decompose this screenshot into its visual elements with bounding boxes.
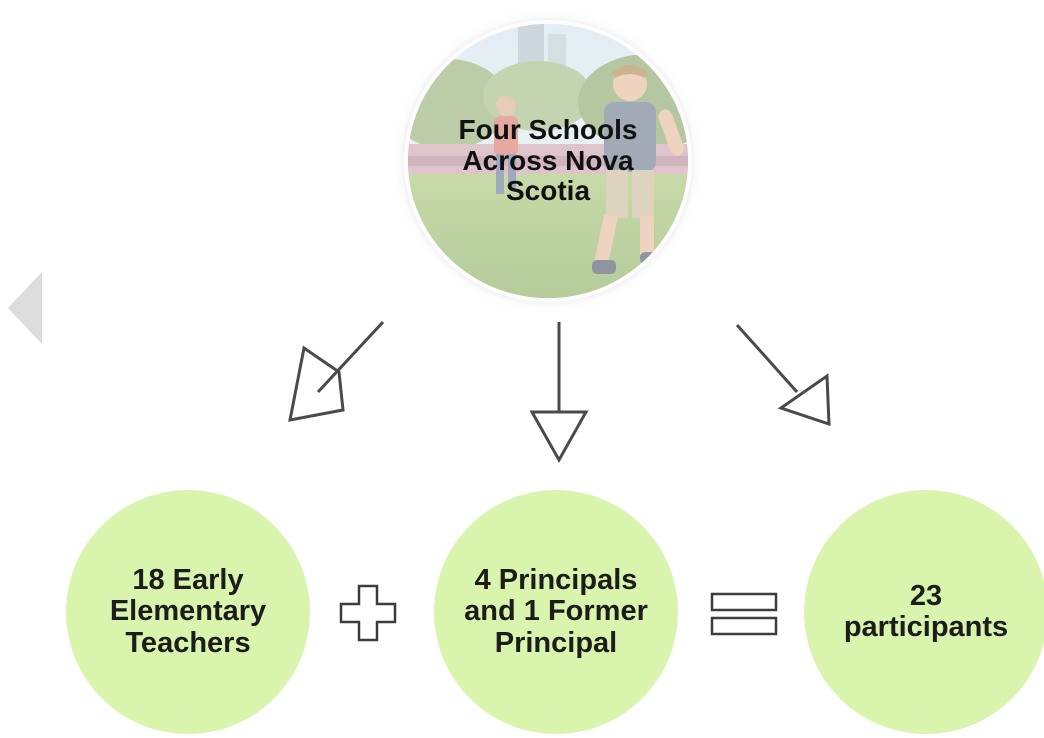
arrow-down-right-icon [735, 323, 831, 427]
plus-icon [338, 583, 398, 643]
principals-label: 4 Principals and 1 Former Principal [464, 564, 648, 659]
top-circle-label: Four Schools Across Nova Scotia [458, 113, 638, 207]
children-running-photo [408, 24, 688, 298]
principals-circle: 4 Principals and 1 Former Principal [434, 490, 678, 734]
photo-white-overlay [408, 24, 688, 298]
arrow-down-left-icon [288, 320, 385, 422]
teachers-circle: 18 Early Elementary Teachers [66, 490, 310, 734]
equals-icon [710, 592, 778, 636]
previous-slide-arrow-icon[interactable] [8, 272, 42, 344]
participants-circle: 23 participants [804, 490, 1044, 734]
arrow-down-icon [529, 322, 589, 464]
participants-label: 23 participants [843, 579, 1009, 643]
schools-photo-circle: Four Schools Across Nova Scotia [408, 24, 688, 298]
teachers-label: 18 Early Elementary Teachers [109, 564, 267, 659]
